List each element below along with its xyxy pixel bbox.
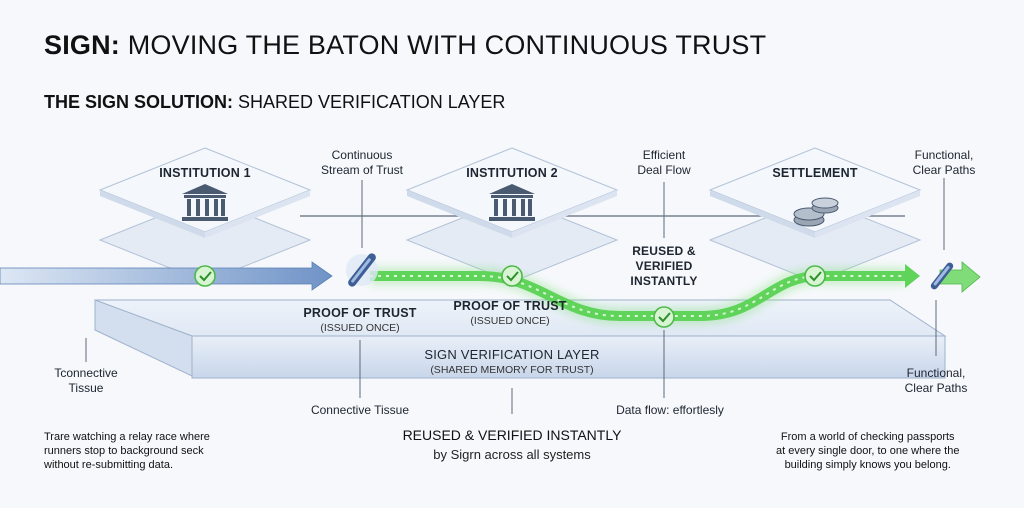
exit-arrow-icon xyxy=(939,261,981,293)
footer-center-title: REUSED & VERIFIED INSTANTLY xyxy=(402,427,622,443)
settlement-platform xyxy=(708,147,922,283)
subtitle-bold: THE SIGN SOLUTION: xyxy=(44,92,233,112)
incoming-flow-arrow xyxy=(0,261,333,291)
layer-subtitle: (SHARED MEMORY FOR TRUST) xyxy=(430,364,594,376)
baton-icon xyxy=(346,253,378,287)
proof-of-trust-2-title: PROOF OF TRUST xyxy=(453,299,567,313)
bank-icon xyxy=(489,184,535,221)
data-flow-label: Data flow: effortlesly xyxy=(616,403,724,417)
check-circle-icon xyxy=(501,265,523,287)
layer-title: SIGN VERIFICATION LAYER xyxy=(424,347,600,362)
page-title: SIGN: MOVING THE BATON WITH CONTINUOUS T… xyxy=(44,30,766,61)
institution-1-label: INSTITUTION 1 xyxy=(159,166,251,180)
reused-verified-label: REUSED & VERIFIED INSTANTLY xyxy=(630,244,698,288)
settlement-label: SETTLEMENT xyxy=(772,166,858,180)
subtitle-rest: SHARED VERIFICATION LAYER xyxy=(233,92,506,112)
layer-slab-front xyxy=(191,335,946,379)
footer-center-sub: by Sigrn across all systems xyxy=(433,447,591,462)
institution-2-label: INSTITUTION 2 xyxy=(466,166,558,180)
footer-right-note: From a world of checking passports at ev… xyxy=(776,431,960,471)
connective-tissue-label: Connective Tissue xyxy=(310,403,410,417)
proof-of-trust-2-sub: (ISSUED ONCE) xyxy=(470,315,550,327)
continuous-stream-label: Continuous Stream of Trust xyxy=(320,148,404,177)
bank-icon xyxy=(182,184,228,221)
tconnective-label: Tconnective Tissue xyxy=(54,366,118,395)
baton-icon xyxy=(930,262,954,290)
title-rest: MOVING THE BATON WITH CONTINUOUS TRUST xyxy=(120,30,767,60)
proof-of-trust-1-title: PROOF OF TRUST xyxy=(303,306,417,320)
footer-left-note: Trare watching a relay race where runner… xyxy=(44,431,210,471)
page-subtitle: THE SIGN SOLUTION: SHARED VERIFICATION L… xyxy=(44,92,505,113)
functional-right-label: Functional, Clear Paths xyxy=(904,366,968,395)
proof-of-trust-1-sub: (ISSUED ONCE) xyxy=(320,322,400,334)
efficient-deal-label: Efficient Deal Flow xyxy=(637,148,691,177)
functional-top-label: Functional, Clear Paths xyxy=(912,148,976,177)
check-circle-icon xyxy=(194,265,216,287)
check-circle-icon xyxy=(653,306,675,328)
title-bold: SIGN: xyxy=(44,30,121,60)
check-circle-icon xyxy=(804,265,826,287)
coins-icon xyxy=(793,197,839,227)
